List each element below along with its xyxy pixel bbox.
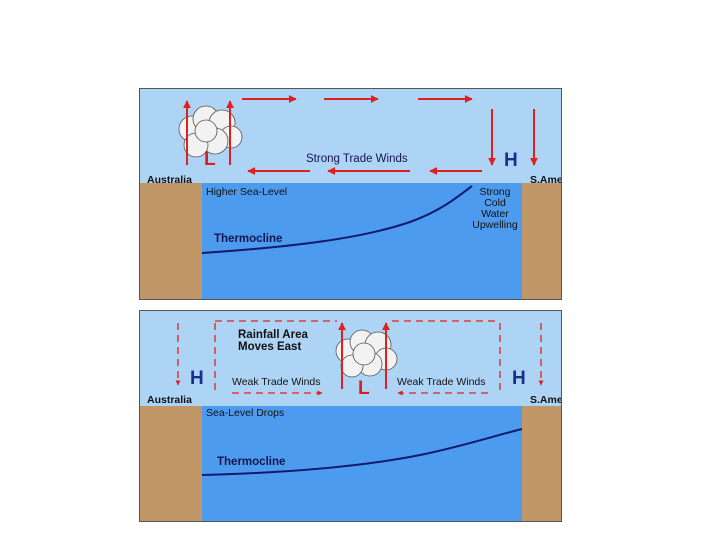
australia-land	[140, 183, 202, 299]
thermocline-label: Thermocline	[217, 456, 285, 468]
right-land-label: S.America	[530, 175, 562, 186]
sea-level-label: Sea-Level Drops	[206, 408, 284, 419]
left-land-label: Australia	[147, 175, 192, 186]
low-pressure-label: L	[358, 379, 370, 398]
winds-label: Strong Trade Winds	[306, 153, 408, 165]
upwelling-line: Upwelling	[470, 220, 520, 231]
weak-winds-label-right: Weak Trade Winds	[397, 377, 486, 388]
left-land-label: Australia	[147, 395, 192, 406]
thermocline-label: Thermocline	[214, 233, 282, 245]
australia-land	[140, 406, 202, 521]
low-pressure-label: L	[204, 150, 216, 169]
upwelling-label: Strong Cold Water Upwelling	[470, 187, 520, 231]
south-america-land	[522, 183, 561, 299]
high-pressure-label-right: H	[512, 369, 526, 388]
sea-level-label: Higher Sea-Level	[206, 187, 287, 198]
south-america-land	[522, 406, 561, 521]
rainfall-line: Rainfall Area	[238, 329, 308, 341]
high-pressure-label-left: H	[190, 369, 204, 388]
weak-winds-label-left: Weak Trade Winds	[232, 377, 321, 388]
el-nino-conditions-diagram	[140, 311, 561, 521]
rainfall-label: Rainfall Area Moves East	[238, 329, 308, 353]
high-pressure-label: H	[504, 151, 518, 170]
normal-conditions-panel: L H Strong Trade Winds Australia S.Ameri…	[139, 88, 562, 300]
rainfall-line: Moves East	[238, 341, 308, 353]
el-nino-conditions-panel: Rainfall Area Moves East H L H Weak Trad…	[139, 310, 562, 522]
right-land-label: S.America	[530, 395, 562, 406]
